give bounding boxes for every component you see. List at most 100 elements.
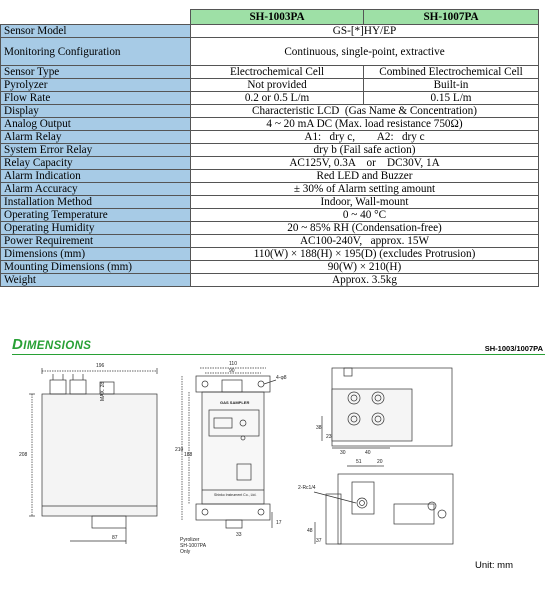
- side-height-dim: 208: [19, 452, 28, 458]
- spec-value-sh1003pa: 0.2 or 0.5 L/m: [190, 91, 364, 105]
- spec-value-sh1007pa: 0.15 L/m: [363, 91, 539, 105]
- dimensions-heading-rest: IMENSIONS: [23, 340, 92, 352]
- top-dim-2: 30: [340, 450, 346, 456]
- spec-value: 4 ~ 20 mA DC (Max. load resistance 750Ω): [190, 117, 539, 131]
- front-top-inner-dim: 90: [229, 368, 235, 374]
- bottom-dim-0: 51: [356, 459, 362, 465]
- spec-label: Display: [0, 104, 191, 118]
- spec-label: Pyrolyzer: [0, 78, 191, 92]
- spec-value: Red LED and Buzzer: [190, 169, 539, 183]
- spec-value: 20 ~ 85% RH (Condensation-free): [190, 221, 539, 235]
- header-blank-cell: [0, 9, 191, 25]
- spec-value: Indoor, Wall-mount: [190, 195, 539, 209]
- top-dim-3: 40: [365, 450, 371, 456]
- spec-label: Power Requirement: [0, 234, 191, 248]
- model-header-sh1003pa: SH-1003PA: [190, 9, 364, 25]
- spec-value: A1: dry c, A2: dry c: [190, 130, 539, 144]
- spec-value: AC100-240V, approx. 15W: [190, 234, 539, 248]
- front-bottom-dim: 33: [236, 532, 242, 538]
- side-bottom-dim: 87: [112, 535, 118, 541]
- spec-row: Alarm Accuracy± 30% of Alarm setting amo…: [0, 182, 539, 196]
- spec-label: Analog Output: [0, 117, 191, 131]
- spec-row: Dimensions (mm)110(W) × 188(H) × 195(D) …: [0, 247, 539, 261]
- spec-value: Continuous, single-point, extractive: [190, 37, 539, 66]
- spec-label: System Error Relay: [0, 143, 191, 157]
- dimensions-divider: [12, 354, 545, 355]
- spec-label: Weight: [0, 273, 191, 287]
- front-brand-label: GAS SAMPLER: [220, 400, 249, 405]
- spec-label: Flow Rate: [0, 91, 191, 105]
- bottom-port-label: 2-Rc1/4: [298, 485, 316, 491]
- spec-value: Approx. 3.5kg: [190, 273, 539, 287]
- top-dim-1: 23: [326, 434, 332, 440]
- top-dim-0: 38: [316, 425, 322, 431]
- bottom-dim-1: 20: [377, 459, 383, 465]
- dimension-labels: 196 208 87 MAX. 28 110 90 4-φ8 210 188 G…: [19, 361, 383, 555]
- spec-label: Sensor Model: [0, 24, 191, 38]
- spec-label: Alarm Accuracy: [0, 182, 191, 196]
- spec-value: GS-[*]HY/EP: [190, 24, 539, 38]
- spec-value: 90(W) × 210(H): [190, 260, 539, 274]
- spec-label: Mounting Dimensions (mm): [0, 260, 191, 274]
- front-hole-label: 4-φ8: [276, 375, 287, 381]
- front-left-inner-dim: 188: [184, 452, 193, 458]
- front-right-dim: 17: [276, 520, 282, 526]
- spec-value-sh1007pa: Combined Electrochemical Cell: [363, 65, 539, 79]
- front-maker-label: Shinko Instrument Co., Ltd.: [214, 493, 256, 497]
- model-header-sh1007pa: SH-1007PA: [363, 9, 539, 25]
- spec-value-sh1007pa: Built-in: [363, 78, 539, 92]
- spec-value: 110(W) × 188(H) × 195(D) (excludes Protr…: [190, 247, 539, 261]
- bottom-view-drawing: [313, 465, 454, 545]
- spec-row: Mounting Dimensions (mm)90(W) × 210(H): [0, 260, 539, 274]
- spec-value: dry b (Fail safe action): [190, 143, 539, 157]
- spec-value: AC125V, 0.3A or DC30V, 1A: [190, 156, 539, 170]
- front-top-outer-dim: 110: [229, 361, 237, 367]
- side-max-label: MAX. 28: [100, 382, 106, 401]
- dimension-drawings: 196 208 87 MAX. 28 110 90 4-φ8 210 188 G…: [19, 361, 454, 555]
- spec-label: Monitoring Configuration: [0, 37, 191, 66]
- spec-value-sh1003pa: Electrochemical Cell: [190, 65, 364, 79]
- spec-label: Relay Capacity: [0, 156, 191, 170]
- spec-value: ± 30% of Alarm setting amount: [190, 182, 539, 196]
- spec-value-sh1003pa: Not provided: [190, 78, 364, 92]
- spec-label: Alarm Relay: [0, 130, 191, 144]
- dimensions-heading-initial: D: [12, 336, 24, 353]
- spec-value: Characteristic LCD (Gas Name & Concentra…: [190, 104, 539, 118]
- spec-label: Operating Humidity: [0, 221, 191, 235]
- bottom-dim-3: 37: [316, 538, 322, 544]
- side-view-drawing: [29, 368, 158, 544]
- dimensions-model-ref: SH-1003/1007PA: [484, 344, 543, 353]
- spec-label: Alarm Indication: [0, 169, 191, 183]
- bottom-dim-2: 48: [307, 528, 313, 534]
- front-view-drawing: [181, 367, 277, 529]
- spec-label: Sensor Type: [0, 65, 191, 79]
- spec-label: Dimensions (mm): [0, 247, 191, 261]
- front-left-outer-dim: 210: [175, 447, 184, 453]
- dimensions-heading: DIMENSIONS: [12, 336, 91, 354]
- spec-header-row: SH-1003PA SH-1007PA: [0, 9, 539, 25]
- side-width-dim: 196: [96, 363, 105, 369]
- spec-label: Operating Temperature: [0, 208, 191, 222]
- spec-label: Installation Method: [0, 195, 191, 209]
- spec-value: 0 ~ 40 °C: [190, 208, 539, 222]
- unit-note: Unit: mm: [475, 560, 513, 571]
